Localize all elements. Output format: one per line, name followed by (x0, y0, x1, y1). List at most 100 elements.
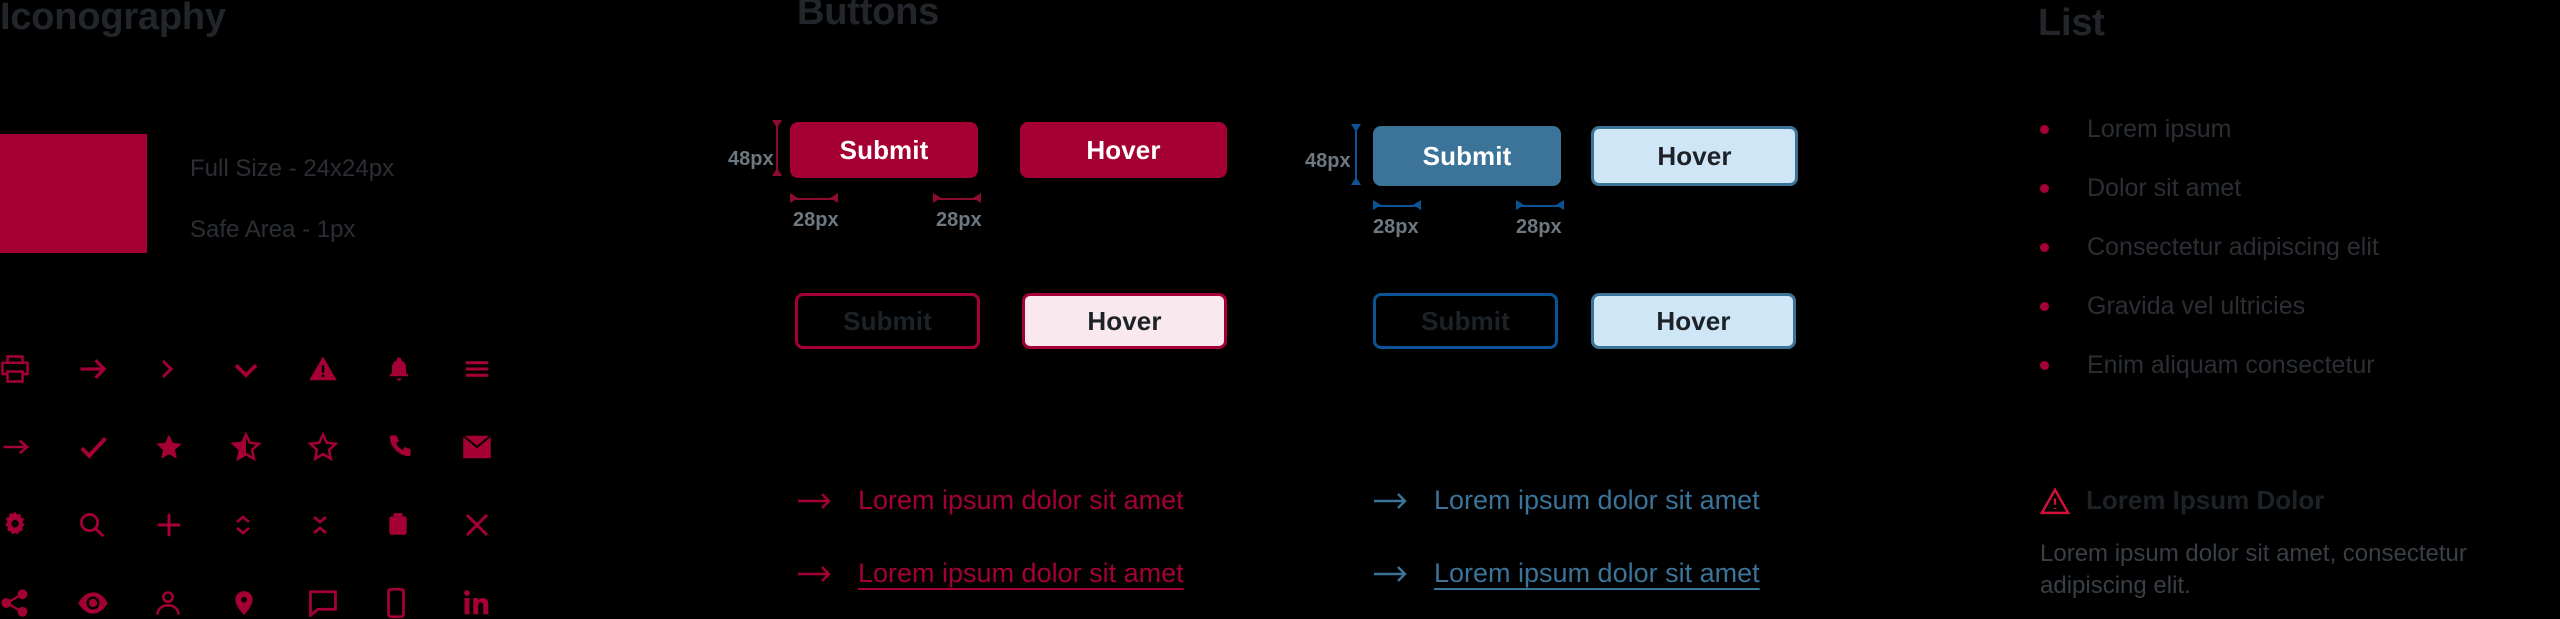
blue-soft-hover-button[interactable]: Hover (1591, 293, 1796, 349)
blue-height-dim-arrow-bottom (1351, 177, 1361, 185)
crimson-link-underlined[interactable]: Lorem ipsum dolor sit amet (798, 558, 1184, 589)
map-pin-icon[interactable] (231, 564, 308, 619)
warning-triangle-icon[interactable] (308, 330, 385, 408)
star-outline-icon[interactable] (308, 408, 385, 486)
blue-hover-button[interactable]: Hover (1591, 126, 1798, 186)
crimson-link-plain-label: Lorem ipsum dolor sit amet (858, 485, 1184, 515)
list-item: Dolor sit amet (2040, 159, 2379, 218)
crimson-padding-right-dim-label: 28px (936, 209, 982, 231)
plus-icon[interactable] (154, 486, 231, 564)
chevron-down-icon[interactable] (231, 330, 308, 408)
blue-padding-right-dim-label: 28px (1516, 216, 1562, 238)
blue-link-plain[interactable]: Lorem ipsum dolor sit amet (1374, 485, 1760, 516)
mobile-icon[interactable] (385, 564, 462, 619)
arrow-right-long-icon[interactable] (77, 330, 154, 408)
close-x-icon[interactable] (462, 486, 539, 564)
crimson-link-underlined-label: Lorem ipsum dolor sit amet (858, 558, 1184, 588)
arrow-right-icon (798, 564, 832, 584)
blue-padding-left-dim-label: 28px (1373, 216, 1419, 238)
share-icon[interactable] (0, 564, 77, 619)
list-item: Enim aliquam consectetur (2040, 336, 2379, 395)
star-filled-icon[interactable] (154, 408, 231, 486)
blue-padding-left-arrow-end (1413, 200, 1421, 210)
hamburger-menu-icon[interactable] (462, 330, 539, 408)
blue-link-plain-label: Lorem ipsum dolor sit amet (1434, 485, 1760, 515)
envelope-icon[interactable] (462, 408, 539, 486)
eye-icon[interactable] (77, 564, 154, 619)
full-size-note: Full Size - 24x24px (190, 155, 395, 182)
blue-link-underlined-label: Lorem ipsum dolor sit amet (1434, 558, 1760, 588)
user-icon[interactable] (154, 564, 231, 619)
bullet-list: Lorem ipsum Dolor sit amet Consectetur a… (2040, 100, 2379, 395)
list-item-label: Consectetur adipiscing elit (2087, 233, 2379, 261)
crimson-height-dim-arrow-top (772, 120, 782, 128)
crimson-link-plain[interactable]: Lorem ipsum dolor sit amet (798, 485, 1184, 516)
blue-outline-submit-button[interactable]: Submit (1373, 293, 1558, 349)
crimson-padding-right-arrow-end (973, 193, 981, 203)
crimson-padding-right-arrow-start (933, 193, 941, 203)
blue-height-dim-label: 48px (1305, 150, 1351, 172)
phone-icon[interactable] (385, 408, 462, 486)
buttons-section-title: Buttons (797, 0, 940, 33)
gear-icon[interactable] (0, 486, 77, 564)
crimson-height-dim-line (776, 124, 778, 176)
iconography-section-title: Iconography (0, 0, 226, 38)
linkedin-icon[interactable] (462, 564, 539, 619)
check-icon[interactable] (77, 408, 154, 486)
blue-link-underlined[interactable]: Lorem ipsum dolor sit amet (1374, 558, 1760, 589)
crimson-height-dim-arrow-bottom (772, 168, 782, 176)
arrow-right-icon (798, 491, 832, 511)
crimson-soft-hover-button[interactable]: Hover (1022, 293, 1227, 349)
list-item: Consectetur adipiscing elit (2040, 218, 2379, 277)
blue-submit-button[interactable]: Submit (1373, 126, 1561, 186)
list-item-label: Gravida vel ultricies (2087, 292, 2306, 320)
safe-area-note: Safe Area - 1px (190, 216, 356, 243)
arrow-right-icon (1374, 491, 1408, 511)
collapse-icon[interactable] (308, 486, 385, 564)
crimson-submit-button[interactable]: Submit (790, 122, 978, 178)
list-section-title: List (2038, 2, 2105, 44)
bullet-dot-icon (2040, 243, 2049, 252)
crimson-height-dim-label: 48px (728, 148, 774, 170)
alert-header: Lorem Ipsum Dolor (2040, 485, 2560, 516)
bullet-dot-icon (2040, 125, 2049, 134)
alert-body: Lorem ipsum dolor sit amet, consectetur … (2040, 540, 2467, 599)
bullet-dot-icon (2040, 361, 2049, 370)
trash-icon[interactable] (385, 486, 462, 564)
icon-grid (0, 330, 539, 619)
crimson-hover-button[interactable]: Hover (1020, 122, 1227, 178)
crimson-outline-submit-button[interactable]: Submit (795, 293, 980, 349)
printer-icon[interactable] (0, 330, 77, 408)
warning-triangle-icon (2040, 486, 2070, 515)
sort-updown-icon[interactable] (231, 486, 308, 564)
icon-swatch-square (0, 134, 147, 253)
blue-padding-right-arrow-start (1516, 200, 1524, 210)
blue-padding-left-arrow-start (1373, 200, 1381, 210)
bullet-dot-icon (2040, 302, 2049, 311)
crimson-padding-left-arrow-start (790, 193, 798, 203)
blue-padding-right-dim-line (1518, 205, 1563, 207)
comment-icon[interactable] (308, 564, 385, 619)
arrow-right-thin-icon[interactable] (0, 408, 77, 486)
blue-height-dim-arrow-top (1351, 124, 1361, 132)
crimson-padding-left-arrow-end (830, 193, 838, 203)
star-half-icon[interactable] (231, 408, 308, 486)
list-item-label: Dolor sit amet (2087, 174, 2242, 202)
bullet-dot-icon (2040, 184, 2049, 193)
list-item-label: Lorem ipsum (2087, 115, 2232, 143)
list-item-label: Enim aliquam consectetur (2087, 351, 2375, 379)
crimson-padding-right-dim-line (935, 198, 980, 200)
blue-padding-right-arrow-end (1556, 200, 1564, 210)
chevron-right-icon[interactable] (154, 330, 231, 408)
arrow-right-icon (1374, 564, 1408, 584)
crimson-padding-left-dim-line (792, 198, 837, 200)
crimson-padding-left-dim-label: 28px (793, 209, 839, 231)
blue-height-dim-line (1355, 128, 1357, 184)
list-item: Gravida vel ultricies (2040, 277, 2379, 336)
search-icon[interactable] (77, 486, 154, 564)
blue-padding-left-dim-line (1375, 205, 1420, 207)
alert-title: Lorem Ipsum Dolor (2086, 485, 2325, 515)
bell-icon[interactable] (385, 330, 462, 408)
list-item: Lorem ipsum (2040, 100, 2379, 159)
